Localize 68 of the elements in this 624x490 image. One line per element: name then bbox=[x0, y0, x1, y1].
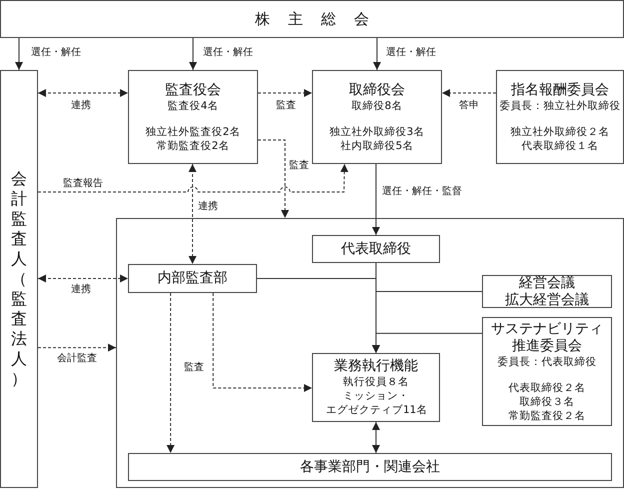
edge-label: 連携 bbox=[70, 100, 92, 112]
box-text: 代表取締役２名 bbox=[508, 380, 586, 394]
arrow bbox=[442, 89, 496, 98]
box-text: 委員長：独立社外取締役 bbox=[500, 98, 620, 112]
org-box bbox=[0, 70, 38, 488]
box-heading: 内部監査部 bbox=[158, 270, 228, 287]
org-box bbox=[128, 264, 257, 293]
arrow bbox=[212, 292, 312, 392]
box-heading: 会計監査人（監査法人） bbox=[10, 169, 28, 389]
box-heading: 拡大経営会議 bbox=[505, 292, 589, 308]
box-heading: 代表取締役 bbox=[341, 240, 411, 258]
box-text: 取締役３名 bbox=[520, 394, 574, 408]
edge-label: 会計監査 bbox=[56, 353, 98, 365]
box-text: 独立社外監査役2名 bbox=[146, 124, 240, 138]
org-box bbox=[312, 70, 442, 164]
org-box bbox=[0, 0, 624, 38]
box-text: 監査役4名 bbox=[168, 98, 218, 112]
edge-label: 選任・解任 bbox=[30, 47, 82, 59]
org-box bbox=[312, 235, 440, 263]
box-heading: 指名報酬委員会 bbox=[511, 82, 609, 98]
edge-label: 監査 bbox=[288, 160, 310, 172]
arrow bbox=[258, 140, 289, 218]
arrow bbox=[38, 164, 348, 192]
box-text: 取締役8名 bbox=[352, 98, 402, 112]
edge-label: 選任・解任 bbox=[202, 47, 254, 59]
box-heading: 経営会議 bbox=[519, 274, 575, 292]
edge-label: 監査報告 bbox=[62, 178, 104, 190]
arrow bbox=[258, 89, 312, 98]
arrow bbox=[189, 38, 197, 70]
org-box bbox=[128, 453, 612, 481]
box-heading: サステナビリティ推進委員会 bbox=[490, 320, 604, 354]
box-heading: 株主総会 bbox=[255, 10, 387, 28]
edge-label: 答申 bbox=[458, 100, 480, 112]
box-text: 代表取締役１名 bbox=[522, 138, 598, 152]
box-heading: 各事業部門・関連会社 bbox=[300, 458, 440, 476]
edge-label: 連携 bbox=[197, 201, 219, 213]
arrow bbox=[372, 332, 482, 354]
arrow bbox=[166, 292, 175, 454]
arrow bbox=[38, 274, 128, 282]
edge-label: 選任・解任 bbox=[385, 47, 437, 59]
box-text: ミッション・エグゼクティブ11名 bbox=[326, 389, 426, 417]
arrow bbox=[372, 164, 380, 236]
box-text: 常勤監査役2名 bbox=[156, 138, 230, 152]
box-text: 独立社外取締役3名 bbox=[330, 124, 424, 138]
edge-label: 監査 bbox=[275, 100, 297, 112]
edge-label: 監査 bbox=[183, 362, 205, 374]
box-text: 執行役員８名 bbox=[343, 375, 409, 389]
box-heading: 業務執行機能 bbox=[334, 358, 418, 375]
box-heading: 監査役会 bbox=[165, 82, 221, 98]
org-box bbox=[496, 70, 624, 164]
edge-label: 選任・解任・監督 bbox=[381, 186, 463, 198]
arrow bbox=[38, 89, 128, 98]
org-box bbox=[482, 317, 612, 426]
org-box bbox=[482, 275, 612, 308]
box-heading: 取締役会 bbox=[349, 82, 405, 98]
arrow bbox=[15, 38, 23, 70]
arrow bbox=[188, 164, 196, 264]
edge-label: 連携 bbox=[70, 284, 92, 296]
org-box bbox=[128, 70, 258, 164]
box-text: 委員長：代表取締役 bbox=[498, 354, 596, 368]
arrow bbox=[373, 38, 381, 70]
arrow bbox=[38, 344, 116, 352]
box-text: 常勤監査役２名 bbox=[508, 408, 586, 422]
org-box bbox=[312, 353, 440, 422]
group-frame bbox=[116, 218, 624, 488]
box-text: 独立社外取締役２名 bbox=[510, 124, 610, 138]
box-text: 社内取締役5名 bbox=[340, 138, 414, 152]
arrow bbox=[372, 422, 380, 454]
